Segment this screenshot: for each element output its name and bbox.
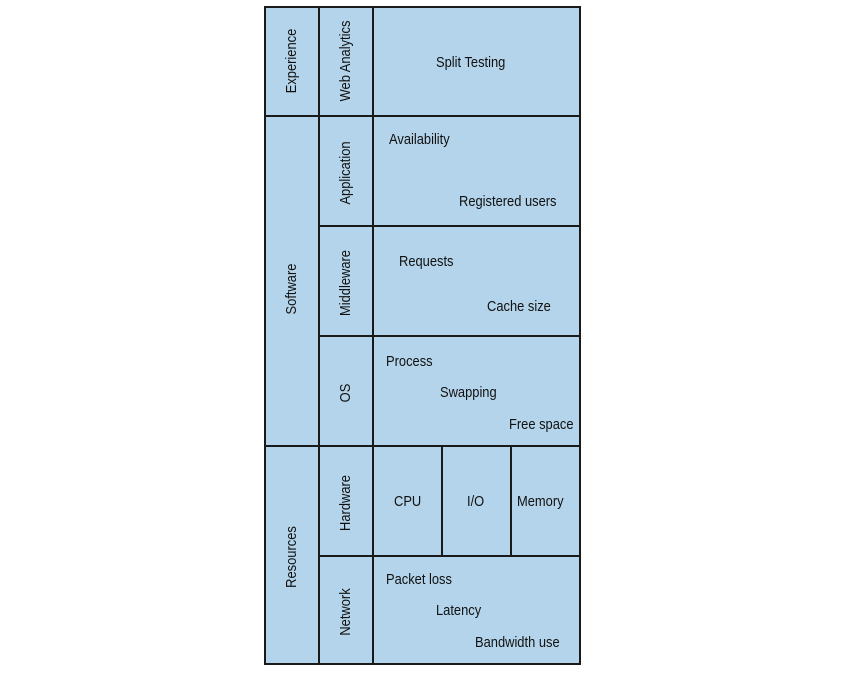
metric-requests: Requests (399, 253, 454, 270)
sublayer-os-label: OS (337, 383, 354, 403)
metric-cpu: CPU (394, 493, 422, 510)
sublayer-middleware-label: Middleware (337, 250, 354, 316)
metrics-middleware: Requests Cache size (372, 225, 581, 337)
sublayer-application: Application (318, 115, 374, 227)
metrics-web-analytics: Split Testing (372, 6, 581, 117)
metric-availability: Availability (389, 131, 450, 148)
metric-process: Process (386, 353, 433, 370)
sublayer-web-analytics: Web Analytics (318, 6, 374, 117)
layer-resources: Resources (264, 445, 320, 665)
sublayer-network-label: Network (337, 588, 354, 636)
metric-io: I/O (467, 493, 485, 510)
sublayer-hardware-label: Hardware (337, 475, 354, 531)
layer-experience-label: Experience (283, 28, 300, 94)
sublayer-middleware: Middleware (318, 225, 374, 337)
sublayer-hardware: Hardware (318, 445, 374, 557)
metric-bandwidth-use: Bandwidth use (475, 634, 560, 651)
layer-software: Software (264, 115, 320, 447)
metric-packet-loss: Packet loss (386, 571, 452, 588)
metric-split-testing: Split Testing (436, 54, 506, 71)
metrics-io: I/O (441, 445, 512, 557)
metric-free-space: Free space (509, 416, 574, 433)
metric-latency: Latency (436, 602, 482, 619)
layer-experience: Experience (264, 6, 320, 117)
metric-registered-users: Registered users (459, 193, 557, 210)
metrics-application: Availability Registered users (372, 115, 581, 227)
metric-memory: Memory (517, 493, 564, 510)
metric-swapping: Swapping (440, 384, 497, 401)
sublayer-os: OS (318, 335, 374, 447)
metrics-network: Packet loss Latency Bandwidth use (372, 555, 581, 665)
sublayer-application-label: Application (337, 141, 354, 205)
sublayer-web-analytics-label: Web Analytics (337, 20, 354, 102)
layer-resources-label: Resources (283, 526, 300, 588)
sublayer-network: Network (318, 555, 374, 665)
metrics-os: Process Swapping Free space (372, 335, 581, 447)
layer-software-label: Software (283, 263, 300, 315)
metrics-cpu: CPU (372, 445, 443, 557)
monitoring-stack-diagram: Experience Software Resources Web Analyt… (264, 6, 581, 665)
metrics-memory: Memory (510, 445, 581, 557)
metric-cache-size: Cache size (487, 298, 551, 315)
